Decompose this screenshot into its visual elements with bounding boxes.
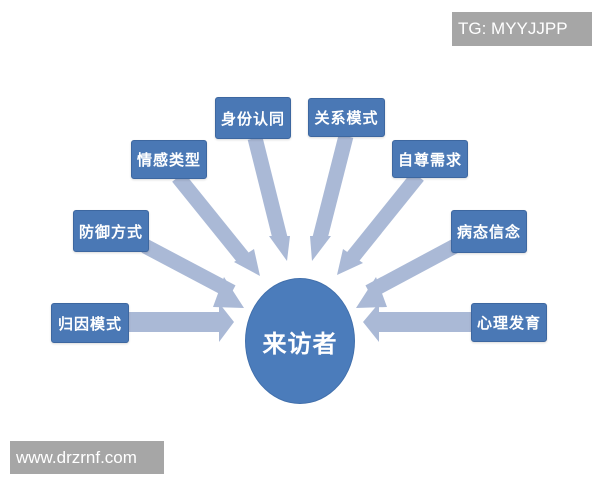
- node-emotion: 情感类型: [131, 140, 207, 179]
- arrowhead-identity: [269, 236, 290, 261]
- node-pathological-belief: 病态信念: [451, 210, 527, 253]
- node-relationship: 关系模式: [308, 98, 385, 137]
- node-attribution: 归因模式: [51, 303, 129, 343]
- arrowhead-relationship: [310, 236, 331, 261]
- arrow-attribution: [128, 303, 234, 342]
- node-psych-development: 心理发育: [471, 303, 547, 342]
- arrowhead-pathological-belief: [356, 277, 387, 308]
- arrow-psych-development: [363, 303, 471, 342]
- arrowhead-self-esteem: [337, 249, 363, 275]
- node-defense: 防御方式: [73, 210, 149, 252]
- node-identity: 身份认同: [215, 97, 291, 139]
- watermark-top-right: TG: MYYJJPP: [452, 12, 592, 46]
- arrowhead-emotion: [234, 249, 260, 276]
- arrowhead-defense: [213, 277, 244, 308]
- center-node-client: 来访者: [245, 278, 355, 404]
- node-self-esteem: 自尊需求: [392, 140, 468, 178]
- watermark-bottom-left: www.drzrnf.com: [10, 441, 164, 474]
